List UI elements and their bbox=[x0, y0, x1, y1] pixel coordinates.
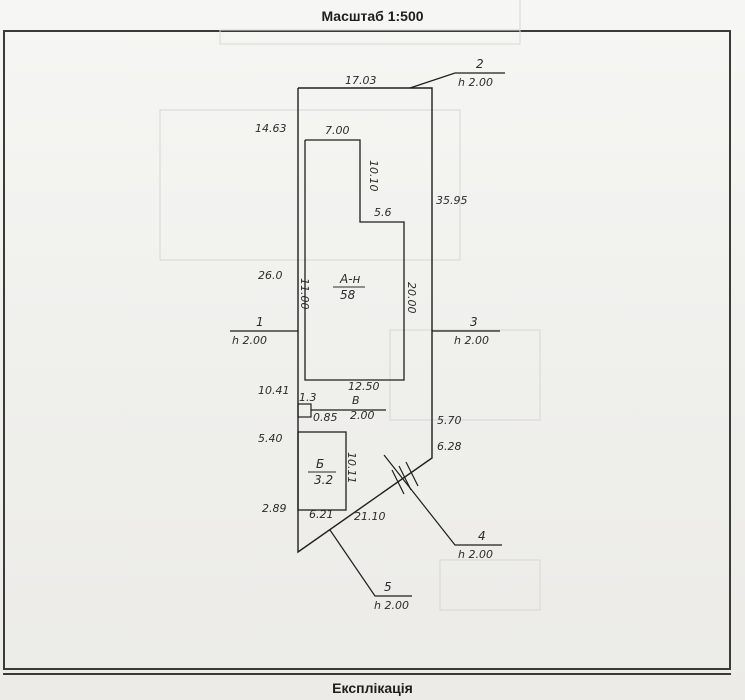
plot-boundary bbox=[297, 87, 433, 554]
small-structure-width: 1.3 bbox=[299, 391, 317, 404]
dim-bottom-diag-side: 21.10 bbox=[354, 510, 386, 523]
building-b-label: Б bbox=[316, 457, 324, 471]
bleed-through-marks bbox=[159, 0, 541, 611]
point-4-elevation: h 2.00 bbox=[458, 548, 493, 561]
point-5-elevation: h 2.00 bbox=[374, 599, 409, 612]
boundary-tick-marks bbox=[391, 461, 419, 495]
point-4-number: 4 bbox=[478, 529, 486, 543]
building-a-outline bbox=[304, 139, 405, 381]
dim-left-small-side: 5.40 bbox=[258, 432, 283, 445]
point-5-number: 5 bbox=[384, 580, 392, 594]
drawing-frame bbox=[3, 30, 731, 670]
point-3-elevation: h 2.00 bbox=[454, 334, 489, 347]
dim-right-side: 35.95 bbox=[436, 194, 468, 207]
point-3-number: 3 bbox=[470, 315, 478, 329]
fence-label: В bbox=[352, 394, 360, 407]
explication-title: Експлікація bbox=[332, 680, 413, 696]
scale-title: Масштаб 1:500 bbox=[321, 8, 424, 24]
building-a-step-width: 5.6 bbox=[374, 206, 392, 219]
dim-top-side: 17.03 bbox=[345, 74, 377, 87]
small-structure-depth: 0.85 bbox=[313, 411, 338, 424]
point-5-leader bbox=[329, 529, 412, 597]
point-1-number: 1 bbox=[256, 315, 264, 329]
fence-length: 2.00 bbox=[350, 409, 375, 422]
point-4-leader bbox=[383, 454, 502, 546]
building-a-left-height: 11.00 bbox=[298, 278, 311, 310]
point-2-elevation: h 2.00 bbox=[458, 76, 493, 89]
building-b-right-height: 10.11 bbox=[345, 452, 358, 484]
point-1-elevation: h 2.00 bbox=[232, 334, 267, 347]
dim-left-middle-side: 26.0 bbox=[258, 269, 283, 282]
dim-left-upper-side: 14.63 bbox=[255, 122, 287, 135]
building-a-area: 58 bbox=[340, 288, 356, 302]
dim-right-diag-side: 6.28 bbox=[437, 440, 462, 453]
building-a-upper-right: 10.10 bbox=[367, 160, 380, 192]
building-a-right-height: 20.00 bbox=[405, 282, 418, 314]
building-b-bottom-width: 6.21 bbox=[309, 508, 334, 521]
building-a-top-width: 7.00 bbox=[325, 124, 350, 137]
footer-divider bbox=[3, 673, 731, 675]
building-b-outline bbox=[297, 431, 347, 511]
point-2-leader bbox=[409, 72, 505, 89]
dim-right-lower-side: 5.70 bbox=[437, 414, 462, 427]
building-b-area: 3.2 bbox=[314, 473, 333, 487]
building-a-label: А-н bbox=[339, 272, 361, 286]
dim-left-bottom-side: 2.89 bbox=[262, 502, 287, 515]
point-2-number: 2 bbox=[476, 57, 484, 71]
building-a-bottom-width: 12.50 bbox=[348, 380, 380, 393]
small-structure-outline bbox=[297, 403, 312, 418]
dim-left-lower-side: 10.41 bbox=[258, 384, 290, 397]
